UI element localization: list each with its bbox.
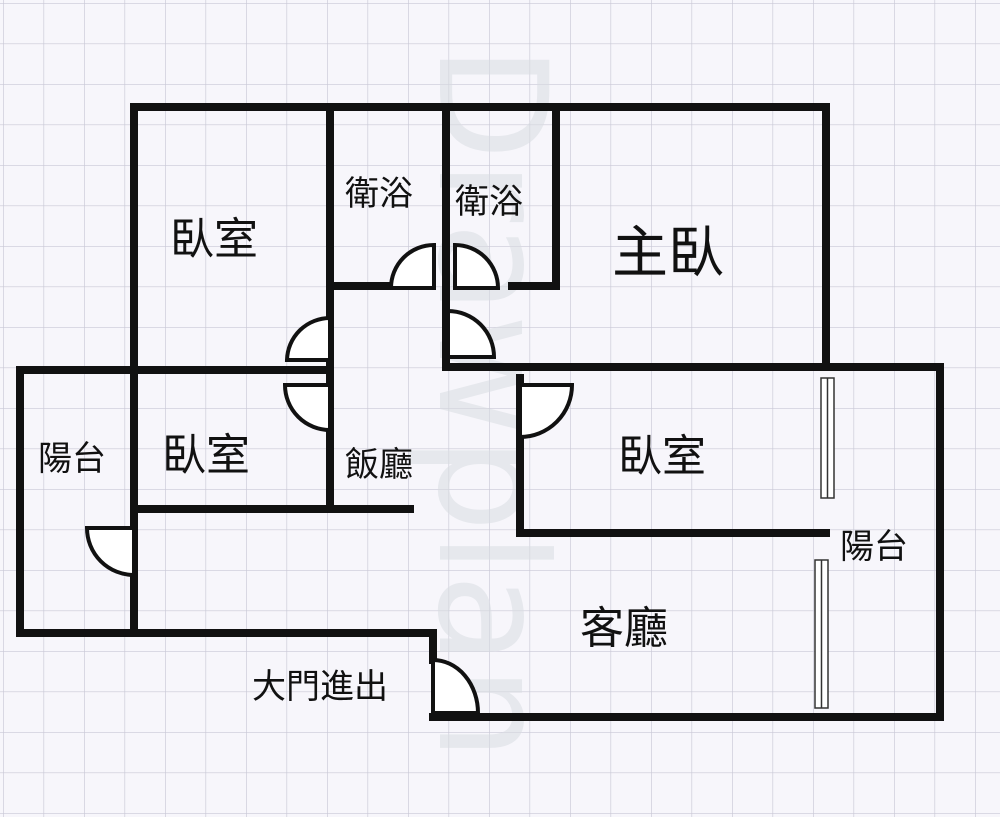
door-main-entrance[interactable] [431, 657, 481, 715]
door-bath-right[interactable] [453, 242, 501, 290]
doors[interactable] [84, 242, 575, 715]
label-dining-room: 飯廳 [345, 445, 413, 485]
label-balcony-right: 陽台 [840, 527, 908, 567]
label-bedroom-mid-left: 臥室 [162, 430, 250, 481]
label-balcony-left: 陽台 [38, 439, 106, 479]
door-bath-left[interactable] [388, 242, 436, 290]
label-bedroom-mid-right: 臥室 [618, 431, 706, 482]
door-master-bedroom[interactable] [446, 308, 497, 359]
balcony-windows [814, 377, 835, 709]
label-bath-left: 衛浴 [345, 174, 413, 214]
door-balcony-left[interactable] [84, 526, 136, 578]
label-main-entrance: 大門進出 [252, 667, 388, 707]
label-living-room: 客廳 [580, 603, 668, 654]
label-master-bedroom: 主臥 [612, 221, 724, 286]
walls [16, 103, 944, 721]
door-bedroom-mid-right[interactable] [518, 383, 575, 440]
label-bedroom-top-left: 臥室 [170, 214, 258, 265]
door-bedroom-top-left[interactable] [284, 315, 332, 362]
room-labels: 臥室 衛浴 衛浴 主臥 陽台 臥室 飯廳 臥室 陽台 客廳 大門進出 [38, 174, 908, 707]
door-bedroom-mid-left[interactable] [282, 383, 332, 433]
label-bath-right: 衛浴 [455, 182, 523, 222]
